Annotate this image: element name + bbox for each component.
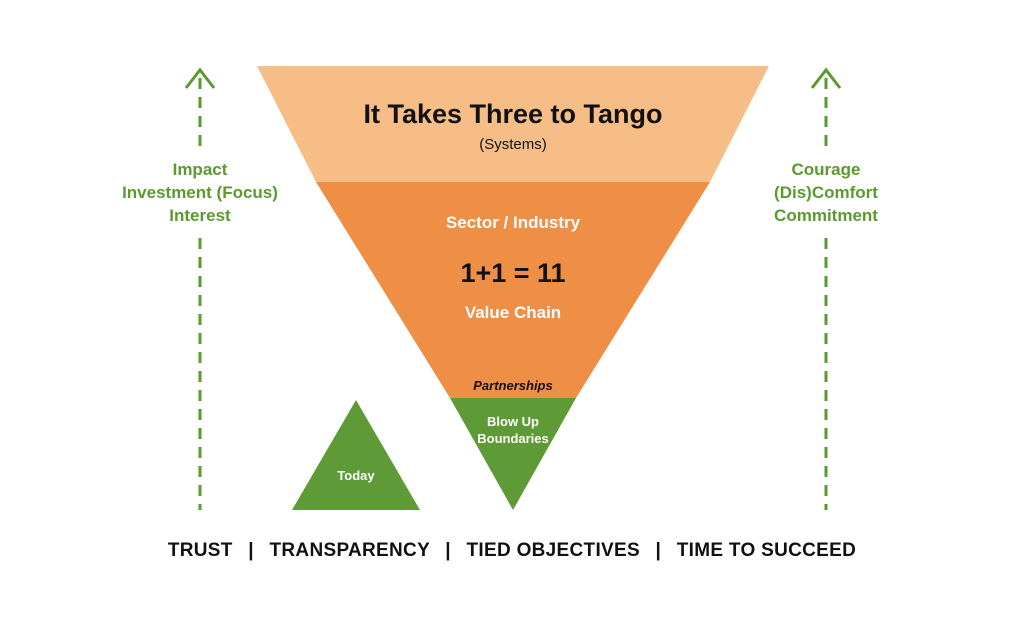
- funnel-top-band: [257, 66, 769, 182]
- footer-item-tied-objectives: TIED OBJECTIVES: [466, 540, 640, 561]
- left-side-line2: Investment (Focus): [122, 183, 278, 202]
- funnel-sector-label: Sector / Industry: [445, 213, 581, 232]
- right-side-line2: (Dis)Comfort: [774, 183, 878, 202]
- funnel-tip: [450, 398, 576, 510]
- funnel-value-chain-label: Value Chain: [464, 303, 562, 322]
- footer-separator: |: [655, 540, 662, 561]
- left-arrow-icon: [184, 67, 216, 510]
- today-triangle: [292, 400, 420, 510]
- left-arrow-head: [184, 67, 216, 89]
- footer-separator: |: [248, 540, 254, 561]
- right-arrow-head: [810, 67, 842, 89]
- footer-item-transparency: TRANSPARENCY: [269, 540, 430, 561]
- left-side-label: Impact Investment (Focus) Interest: [90, 158, 310, 227]
- right-side-line3: Commitment: [774, 206, 878, 225]
- funnel-title: It Takes Three to Tango: [363, 99, 663, 129]
- funnel-tip-line1: Blow Up: [487, 414, 539, 429]
- footer-separator: |: [445, 540, 451, 561]
- left-side-line1: Impact: [172, 160, 228, 179]
- funnel-tip-line2: Boundaries: [477, 431, 549, 446]
- footer-item-trust: TRUST: [167, 540, 233, 561]
- footer-principles: TRUST | TRANSPARENCY | TIED OBJECTIVES |…: [62, 540, 962, 562]
- funnel-subtitle: (Systems): [479, 136, 547, 153]
- right-side-label: Courage (Dis)Comfort Commitment: [716, 158, 936, 227]
- funnel-partnerships-label: Partnerships: [473, 378, 553, 393]
- footer-item-time-to-succeed: TIME TO SUCCEED: [676, 540, 857, 561]
- funnel-middle-band: [316, 182, 710, 398]
- left-side-line3: Interest: [169, 206, 231, 225]
- funnel-equation: 1+1 = 11: [460, 258, 566, 288]
- today-label: Today: [337, 468, 375, 483]
- right-side-line1: Courage: [791, 160, 861, 179]
- right-arrow-icon: [810, 67, 842, 510]
